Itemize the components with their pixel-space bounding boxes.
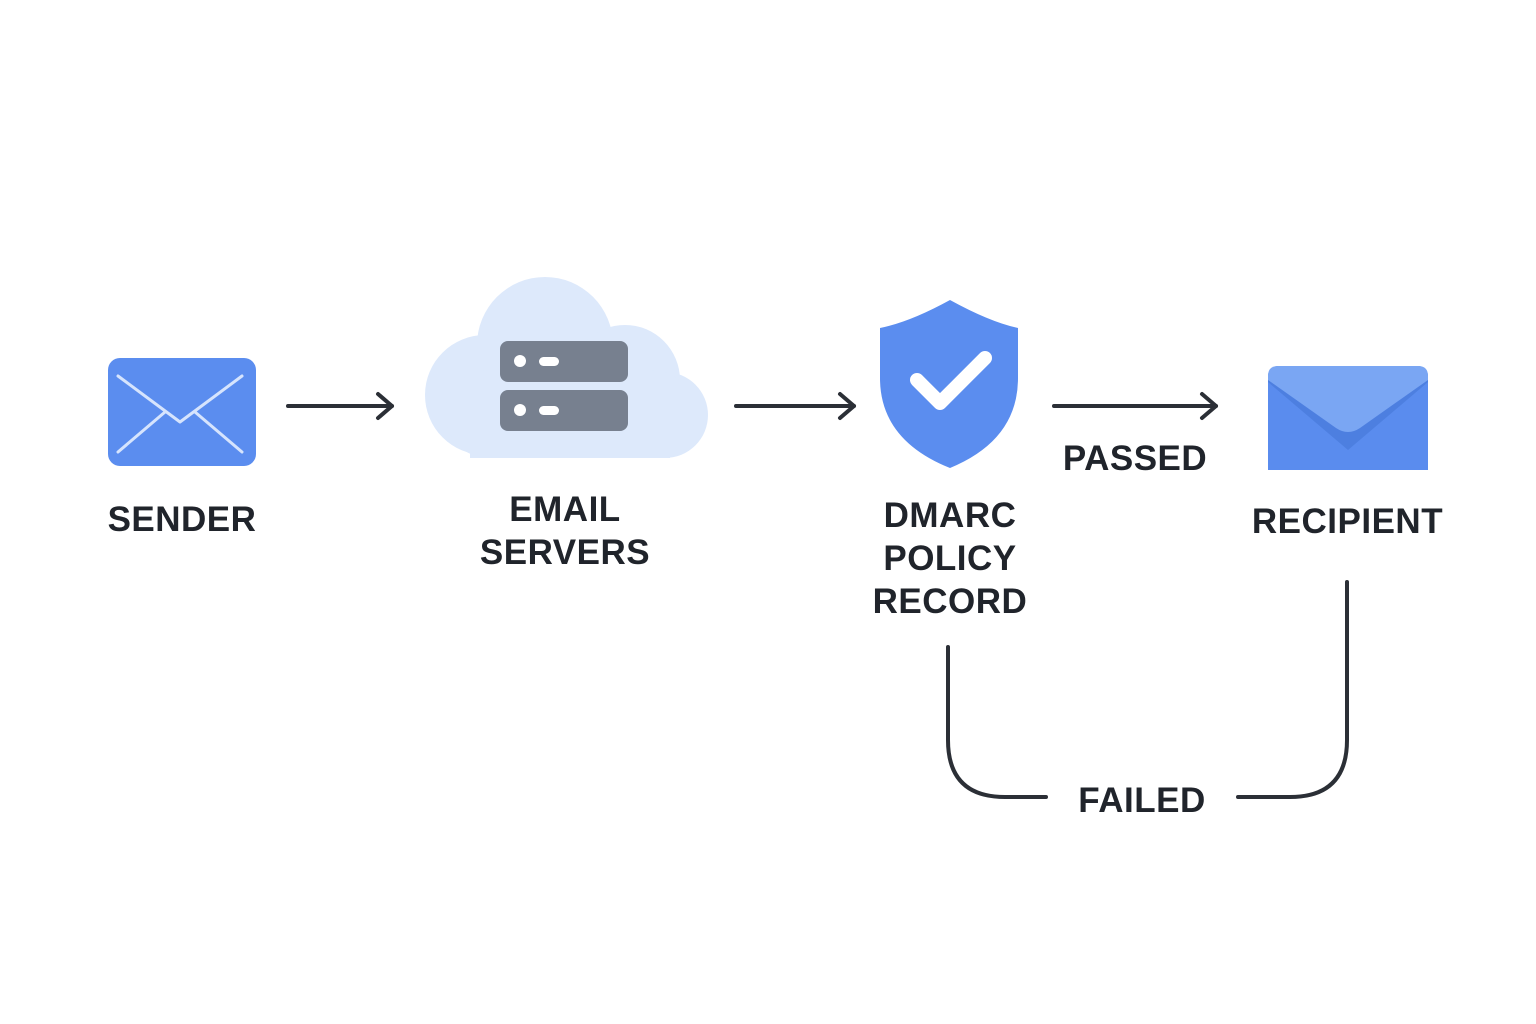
email-servers-label-line-1: EMAIL: [509, 490, 621, 529]
recipient-envelope-icon: [1268, 366, 1428, 470]
dmarc-policy-record-label: DMARC POLICY RECORD: [840, 494, 1060, 623]
recipient-label: RECIPIENT: [1251, 502, 1444, 541]
email-servers-label: EMAIL SERVERS: [455, 488, 675, 574]
email-servers-label-line-2: SERVERS: [479, 533, 651, 572]
arrow-dmarc-to-recipient: [1052, 392, 1218, 420]
shield-check-icon: [880, 300, 1018, 468]
passed-label: PASSED: [1062, 439, 1208, 478]
dmarc-label-line-3: RECORD: [872, 582, 1028, 621]
arrow-sender-to-servers: [286, 392, 394, 420]
cloud-server-icon: [425, 277, 708, 458]
sender-label: SENDER: [107, 500, 257, 539]
dmarc-label-line-1: DMARC: [883, 496, 1017, 535]
arrow-servers-to-dmarc: [734, 392, 856, 420]
sender-envelope-icon: [108, 358, 256, 466]
failed-label: FAILED: [1078, 781, 1206, 820]
failed-path-line: [946, 580, 1349, 799]
dmarc-label-line-2: POLICY: [883, 539, 1017, 578]
